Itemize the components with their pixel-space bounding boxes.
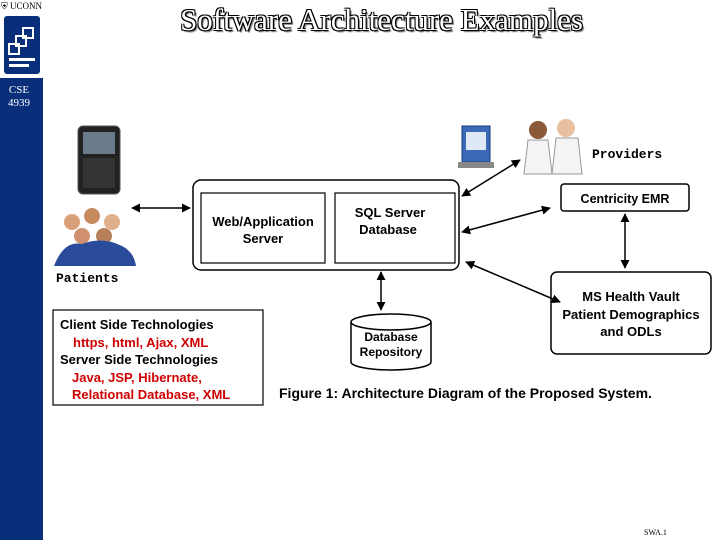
course-dept: CSE bbox=[8, 84, 30, 96]
server-tech-heading: Server Side Technologies bbox=[60, 352, 218, 367]
vault-label-1: MS Health Vault bbox=[582, 289, 680, 304]
server-tech-items-2: Relational Database, XML bbox=[72, 387, 230, 402]
sql-label-2: Database bbox=[359, 222, 417, 237]
sidebar-band bbox=[0, 0, 43, 540]
web-server-label-1: Web/Application bbox=[212, 214, 314, 229]
technologies-box bbox=[52, 309, 264, 406]
patients-label: Patients bbox=[56, 271, 119, 286]
repository-label-1: Database bbox=[364, 330, 418, 344]
uconn-logo-text: ⛨ UCONN bbox=[1, 1, 42, 12]
client-tech-items: https, html, Ajax, XML bbox=[73, 335, 208, 350]
emr-box bbox=[560, 183, 690, 212]
org-name: UCONN bbox=[10, 1, 43, 11]
providers-label: Providers bbox=[592, 147, 662, 162]
vault-label-2: Patient Demographics bbox=[562, 307, 699, 322]
repository-label-2: Repository bbox=[360, 345, 423, 359]
server-tech-items-1: Java, JSP, Hibernate, bbox=[72, 370, 202, 385]
emr-label: Centricity EMR bbox=[581, 192, 670, 206]
vault-label-3: and ODLs bbox=[600, 324, 661, 339]
course-code: CSE 4939 bbox=[2, 84, 36, 110]
slide-number: SWA.1 bbox=[644, 528, 667, 537]
figure-caption: Figure 1: Architecture Diagram of the Pr… bbox=[279, 385, 652, 401]
seal-icon: ⛨ bbox=[1, 1, 8, 11]
patients-icon bbox=[54, 208, 136, 266]
web-server-label-2: Server bbox=[243, 231, 283, 246]
university-logo-icon bbox=[4, 16, 40, 74]
database-cylinder-icon bbox=[350, 313, 432, 371]
logo-area: ⛨ UCONN bbox=[0, 0, 43, 78]
connector-arrows bbox=[131, 159, 630, 311]
providers-icon bbox=[523, 119, 583, 175]
computer-icon bbox=[458, 125, 494, 168]
web-server-box bbox=[200, 192, 326, 264]
sql-database-box bbox=[334, 192, 456, 264]
client-tech-heading: Client Side Technologies bbox=[60, 317, 214, 332]
smartphone-icon bbox=[77, 125, 121, 195]
sql-label-1: SQL Server bbox=[355, 205, 426, 220]
course-number: 4939 bbox=[8, 97, 30, 109]
slide-title: Software Architecture Examples bbox=[180, 2, 583, 37]
health-vault-box bbox=[550, 271, 712, 355]
